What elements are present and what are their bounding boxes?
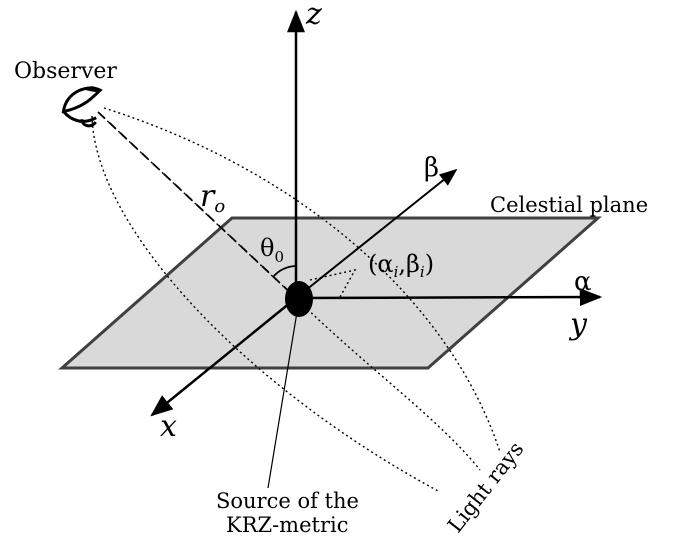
image-point-guides bbox=[309, 268, 357, 298]
alpha-axis-label: α bbox=[574, 267, 592, 297]
y-axis-label: y bbox=[568, 307, 588, 342]
image-point-label: (αi,βi) bbox=[368, 250, 434, 281]
compact-source bbox=[285, 281, 313, 317]
celestial-plane-label: Celestial plane bbox=[490, 193, 648, 217]
observer-distance-label: ro bbox=[200, 179, 225, 217]
light-ray-right bbox=[103, 107, 501, 453]
observer-sightline bbox=[97, 111, 297, 299]
light-ray-left bbox=[91, 115, 441, 493]
source-label-line2: KRZ-metric bbox=[226, 513, 348, 537]
x-axis bbox=[150, 297, 297, 417]
light-ray-center bbox=[99, 113, 481, 471]
observer-eye-icon bbox=[61, 86, 103, 128]
source-label-line1: Source of the bbox=[216, 489, 359, 513]
source-pointer bbox=[267, 311, 298, 489]
observer-label: Observer bbox=[14, 59, 117, 84]
light-rays-label: Light rays bbox=[443, 437, 528, 537]
x-axis-label: x bbox=[160, 409, 177, 444]
beta-axis bbox=[295, 168, 458, 299]
inclination-label: θ0 bbox=[260, 234, 284, 266]
celestial-plane bbox=[58, 216, 602, 370]
z-axis-label: z bbox=[305, 0, 322, 32]
inclination-arc bbox=[272, 265, 297, 278]
y-axis bbox=[295, 288, 603, 307]
beta-axis-label: β bbox=[424, 153, 439, 183]
